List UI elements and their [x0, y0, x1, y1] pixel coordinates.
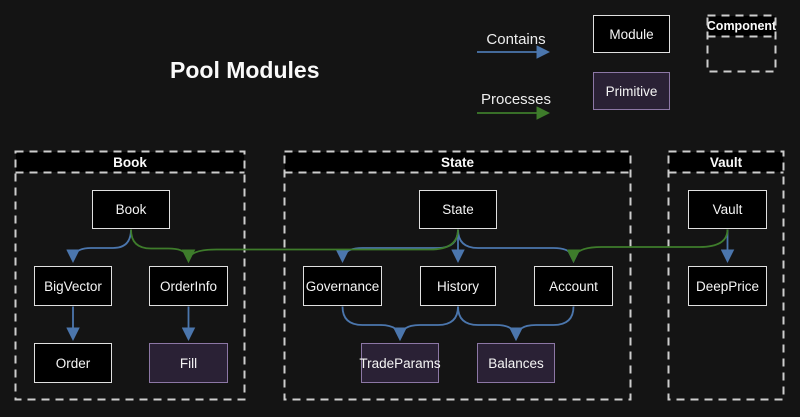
edge-processes-state-orderinfo: [181, 229, 459, 264]
legend-component-label: Component: [707, 16, 776, 36]
node-book: Book: [92, 190, 170, 229]
node-order: Order: [34, 343, 112, 383]
node-bigvector: BigVector: [34, 266, 112, 306]
edge-contains-book-bigvector: [66, 229, 132, 264]
node-fill: Fill: [149, 343, 228, 383]
group-bar-book: Book: [16, 152, 244, 172]
node-history: History: [420, 266, 496, 306]
legend-primitive-node: Primitive: [593, 72, 670, 110]
edge-contains-history-balances: [457, 306, 523, 342]
edge-contains-history-tradeparams: [393, 306, 459, 342]
edge-contains-state-account: [457, 229, 581, 264]
legend-processes-label: Processes: [480, 91, 552, 108]
group-bar-state: State: [285, 152, 630, 172]
edge-processes-vault-account: [566, 229, 729, 264]
edge-contains-state-governance: [335, 229, 459, 264]
edge-contains-account-balances: [509, 306, 575, 342]
legend-contains-label: Contains: [486, 31, 546, 48]
legend-module-node: Module: [593, 15, 670, 53]
node-orderinfo: OrderInfo: [149, 266, 228, 306]
node-account: Account: [534, 266, 613, 306]
node-tradeparams: TradeParams: [359, 343, 441, 383]
diagram-title: Pool Modules: [170, 57, 320, 83]
edge-contains-governance-tradeparams: [341, 306, 407, 342]
group-bar-vault: Vault: [669, 152, 783, 172]
node-deepprice: DeepPrice: [688, 266, 767, 306]
node-balances: Balances: [477, 343, 555, 383]
node-governance: Governance: [303, 266, 382, 306]
edge-processes-book-orderinfo: [130, 229, 196, 264]
node-vault: Vault: [688, 190, 767, 229]
node-state: State: [419, 190, 497, 229]
